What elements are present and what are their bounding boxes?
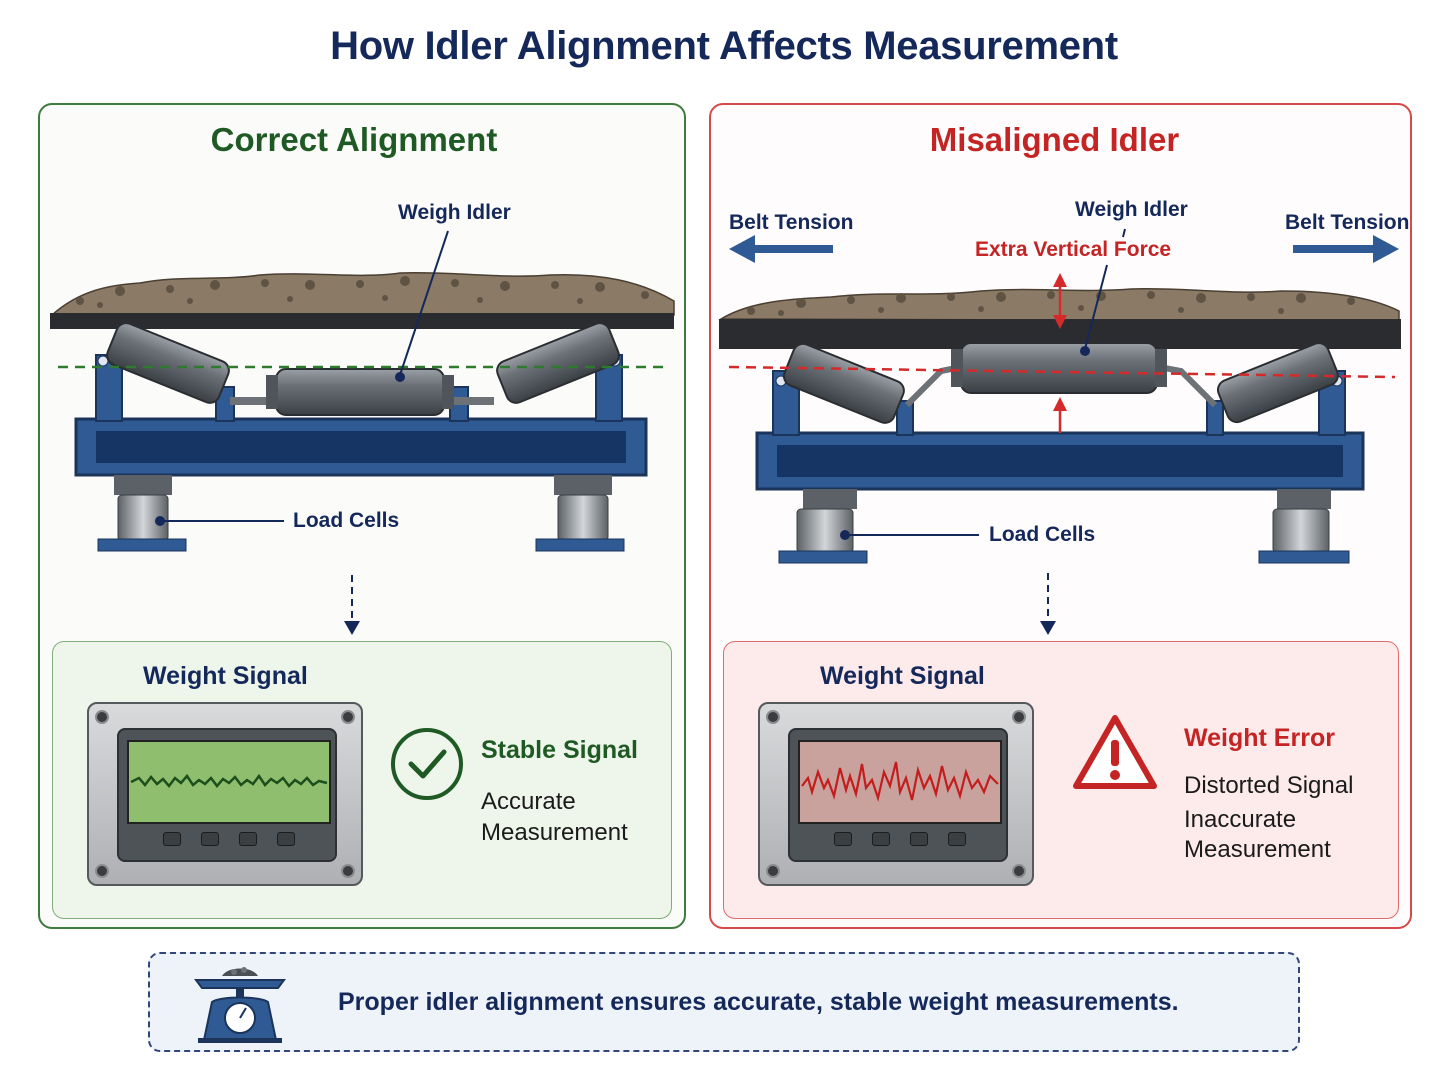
- scale-icon: [194, 967, 286, 1043]
- summary-footer: Proper idler alignment ensures accurate,…: [148, 952, 1300, 1052]
- weight-signal-box-correct: Weight Signal Stable Signal: [52, 641, 672, 919]
- stable-signal-title: Stable Signal: [481, 736, 638, 764]
- summary-text: Proper idler alignment ensures accurate,…: [338, 988, 1179, 1016]
- monitor-button[interactable]: [948, 832, 966, 846]
- extra-vertical-force-label: Extra Vertical Force: [975, 238, 1172, 261]
- distorted-signal-trace: [801, 761, 999, 803]
- wing-roller-right: [1216, 342, 1339, 424]
- wing-roller-left: [782, 342, 905, 424]
- screw-icon: [341, 710, 355, 724]
- measurement-line: Measurement: [1184, 836, 1331, 863]
- misaligned-idler-panel: Misaligned Idler: [709, 103, 1412, 929]
- monitor-button[interactable]: [239, 832, 257, 846]
- monitor-button[interactable]: [277, 832, 295, 846]
- bulk-material: [50, 271, 675, 316]
- monitor-button[interactable]: [872, 832, 890, 846]
- accurate-line: Accurate: [481, 788, 576, 815]
- monitor-button[interactable]: [910, 832, 928, 846]
- inaccurate-line: Inaccurate: [1184, 806, 1297, 833]
- monitor-button[interactable]: [163, 832, 181, 846]
- load-cell-left: [97, 475, 187, 552]
- measurement-line: Measurement: [481, 819, 628, 846]
- monitor-button[interactable]: [201, 832, 219, 846]
- screw-icon: [766, 864, 780, 878]
- check-circle-icon: [391, 728, 463, 800]
- screw-icon: [766, 710, 780, 724]
- signal-screen: [127, 740, 331, 824]
- conveyor-belt: [719, 319, 1401, 349]
- warning-triangle-icon: [1073, 715, 1157, 789]
- weight-error-title: Weight Error: [1184, 724, 1335, 752]
- correct-conveyor-diagram: [50, 230, 675, 635]
- correct-alignment-panel: Correct Alignment: [38, 103, 686, 929]
- panel-title-misaligned: Misaligned Idler: [929, 121, 1180, 158]
- misaligned-conveyor-diagram: [718, 228, 1401, 635]
- screw-icon: [341, 864, 355, 878]
- weight-signal-box-error: Weight Signal Weight Err: [723, 641, 1399, 919]
- load-cells-label: Load Cells: [293, 509, 400, 532]
- vertical-force-arrow: [1053, 273, 1067, 433]
- signal-monitor: [87, 702, 363, 886]
- monitor-bezel: [788, 728, 1008, 862]
- wing-roller-right: [496, 322, 620, 404]
- weigh-idler-label: Weigh Idler: [1075, 198, 1188, 221]
- weigh-idler-roller: [275, 368, 445, 416]
- weigh-idler-label: Weigh Idler: [398, 201, 511, 224]
- raised-weigh-idler-roller: [960, 342, 1158, 394]
- load-cells-label: Load Cells: [989, 523, 1096, 546]
- misalignment-line: [728, 365, 1396, 379]
- screw-icon: [1012, 864, 1026, 878]
- monitor-button[interactable]: [834, 832, 852, 846]
- conveyor-belt: [50, 313, 674, 329]
- signal-monitor: [758, 702, 1034, 886]
- distorted-signal-line: Distorted Signal: [1184, 772, 1354, 799]
- screw-icon: [1012, 710, 1026, 724]
- monitor-bezel: [117, 728, 337, 862]
- load-cell-left: [778, 489, 868, 564]
- load-cell-right: [535, 475, 625, 552]
- screw-icon: [95, 864, 109, 878]
- page-title: How Idler Alignment Affects Measurement: [330, 24, 1118, 68]
- wing-roller-left: [106, 322, 230, 404]
- belt-tension-label-right: Belt Tension: [1285, 211, 1410, 234]
- panel-title-correct: Correct Alignment: [210, 121, 498, 158]
- signal-screen: [798, 740, 1002, 824]
- stable-signal-trace: [130, 773, 328, 788]
- belt-tension-label-left: Belt Tension: [729, 211, 854, 234]
- weight-signal-title: Weight Signal: [143, 662, 308, 690]
- screw-icon: [95, 710, 109, 724]
- load-cell-right: [1258, 489, 1350, 564]
- belt-tension-arrow-left: [729, 235, 833, 263]
- belt-tension-arrow-right: [1293, 235, 1399, 263]
- weight-signal-title: Weight Signal: [820, 662, 985, 690]
